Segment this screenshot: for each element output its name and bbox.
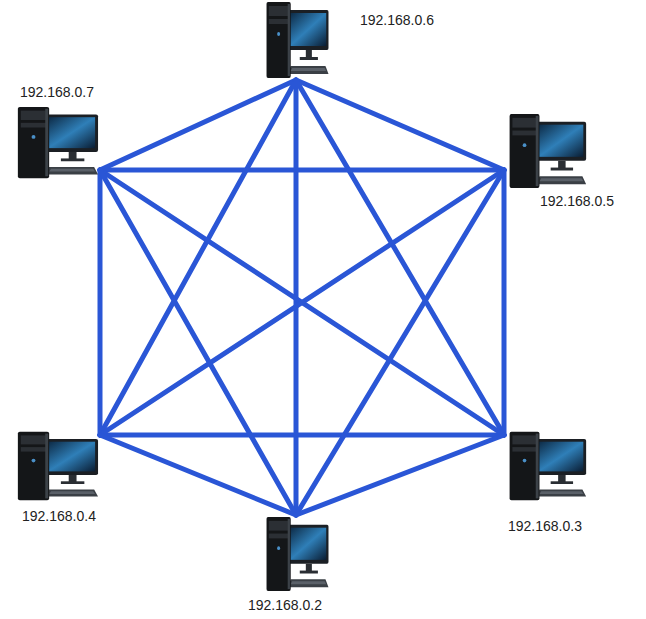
computer-icon — [262, 0, 330, 80]
network-link — [100, 435, 296, 515]
network-link — [100, 80, 296, 170]
ip-address-label: 192.168.0.2 — [248, 597, 322, 613]
computer-icon — [504, 430, 588, 502]
network-link — [296, 435, 504, 515]
network-link — [100, 168, 504, 173]
network-link — [296, 80, 504, 435]
computer-node: 192.168.0.4 — [12, 430, 100, 502]
ip-address-label: 192.168.0.7 — [20, 84, 94, 100]
computer-node: 192.168.0.7 — [12, 105, 100, 180]
computer-icon — [262, 515, 330, 593]
computer-icon — [504, 112, 588, 190]
ip-address-label: 192.168.0.4 — [22, 508, 96, 524]
computer-icon — [12, 430, 100, 502]
computer-node: 192.168.0.3 — [504, 430, 588, 502]
ip-address-label: 192.168.0.5 — [540, 193, 614, 209]
network-link — [502, 170, 507, 435]
ip-address-label: 192.168.0.3 — [508, 518, 582, 534]
network-link — [100, 433, 504, 438]
computer-node: 192.168.0.6 — [262, 0, 330, 80]
network-link — [100, 170, 296, 515]
computer-node: 192.168.0.5 — [504, 112, 588, 190]
network-link — [296, 170, 504, 515]
network-link — [100, 170, 504, 435]
network-link — [296, 80, 504, 170]
network-link — [100, 80, 296, 435]
ip-address-label: 192.168.0.6 — [360, 12, 434, 28]
network-link — [98, 170, 103, 435]
computer-icon — [12, 105, 100, 180]
computer-node: 192.168.0.2 — [262, 515, 330, 593]
network-link — [100, 170, 504, 435]
